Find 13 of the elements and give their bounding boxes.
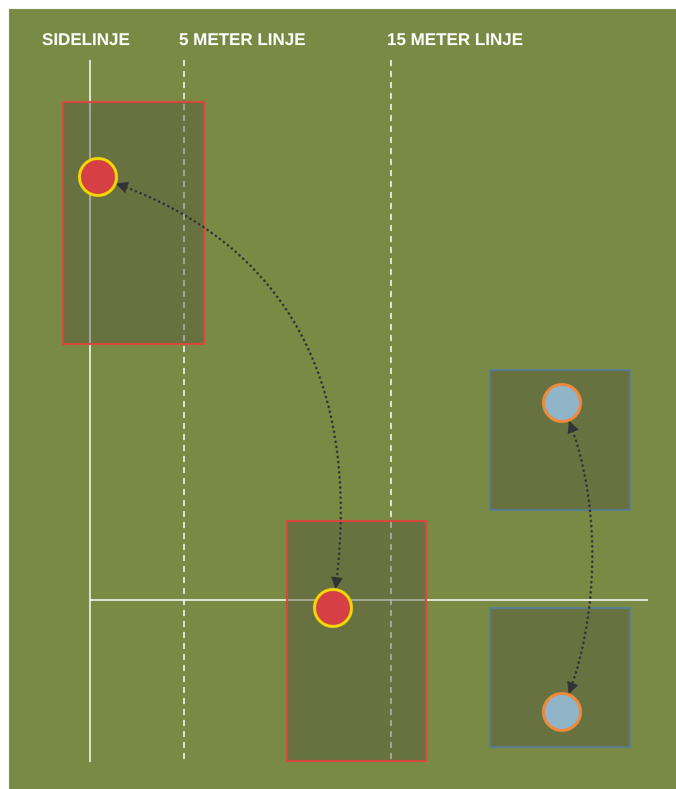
line-label: 5 METER LINJE (179, 30, 306, 50)
zone-rectangle (489, 369, 631, 511)
player-marker (78, 157, 118, 197)
line-label: SIDELINJE (42, 30, 130, 50)
zone-rectangle (489, 607, 631, 748)
arrow (566, 420, 594, 694)
zone-rectangle (286, 520, 427, 762)
player-marker (542, 383, 582, 423)
zone-rectangle (62, 101, 205, 345)
arrow (116, 182, 343, 590)
player-marker (313, 588, 353, 628)
line-label: 15 METER LINJE (387, 30, 524, 50)
player-marker (542, 692, 582, 732)
